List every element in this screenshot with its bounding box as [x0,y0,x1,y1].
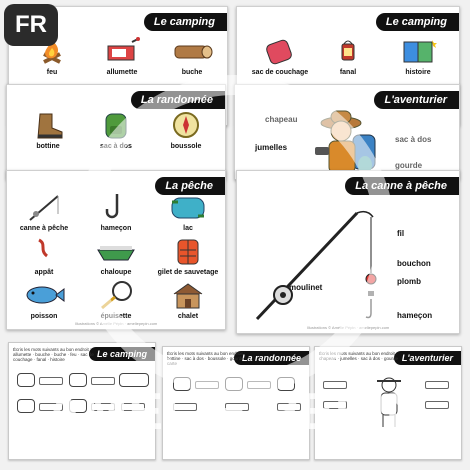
list-item: sac de couchage [247,35,313,76]
storybook-icon [395,35,441,67]
item-label: fanal [339,69,357,76]
label-hook: hameçon [397,311,433,320]
item-label: buche [181,69,203,76]
list-item: histoire [385,35,451,76]
item-label: feu [46,69,58,76]
label-sinker: plomb [397,277,421,286]
matchbox-icon [99,35,145,67]
answer-box [323,381,347,389]
answer-box [323,401,347,409]
language-badge: FR [4,4,58,46]
fish-icon [21,279,67,311]
sketch-icon [17,399,35,413]
bait-icon [21,235,67,267]
label-backpack: sac à dos [395,135,432,144]
sketch-icon [69,399,87,413]
answer-box [91,377,115,385]
worksheet-aventurier: L'aventurier Écris les mots suivants au … [314,346,462,460]
answer-box [425,381,449,389]
page-title: Le camping [375,13,459,31]
list-item: appât [11,235,77,276]
lantern-icon [325,35,371,67]
page-title: Le camping [143,13,227,31]
list-item: allumette [89,35,155,76]
label-line: fil [397,229,405,238]
answer-box [121,403,145,411]
worksheet-instruction: Écris les mots suivants au bon endroit :… [13,347,94,362]
answer-box [39,403,63,411]
explorer-sketch-icon [369,371,409,431]
list-item: fanal [315,35,381,76]
sketch-icon [17,373,35,387]
boot-icon [25,109,71,141]
item-label: histoire [405,69,431,76]
sketch-icon [119,373,149,387]
item-label: bottine [36,143,60,150]
answer-box [277,403,301,411]
page-title: L'aventurier [374,91,459,109]
answer-box [225,403,249,411]
list-item: feu [19,35,85,76]
item-label: poisson [30,313,58,320]
log-icon [169,35,215,67]
answer-box [39,377,63,385]
worksheet-instruction: Écris les mots suivants au bon endroit :… [319,351,399,361]
sleeping-bag-icon [257,35,303,67]
label-bobber: bouchon [397,259,431,268]
item-label: allumette [106,69,138,76]
watermark-ring [75,75,395,395]
watermark-text: AMELIE PEPIN [45,383,425,441]
item-label: appât [34,269,54,276]
item-label: sac de couchage [251,69,309,76]
item-label: canne à pêche [19,225,69,232]
campfire-icon [29,35,75,67]
list-item: canne à pêche [11,191,77,232]
list-item: bottine [15,109,81,150]
list-item: buche [159,35,225,76]
worksheet-camping: Le camping Écris les mots suivants au bo… [8,342,156,460]
fishing-rod-icon [21,191,67,223]
sketch-icon [69,373,87,387]
answer-box [173,403,197,411]
list-item: poisson [11,279,77,320]
label-canteen: gourde [395,161,423,170]
answer-box [425,401,449,409]
worksheet-title: L'aventurier [393,351,461,365]
answer-box [91,403,115,411]
